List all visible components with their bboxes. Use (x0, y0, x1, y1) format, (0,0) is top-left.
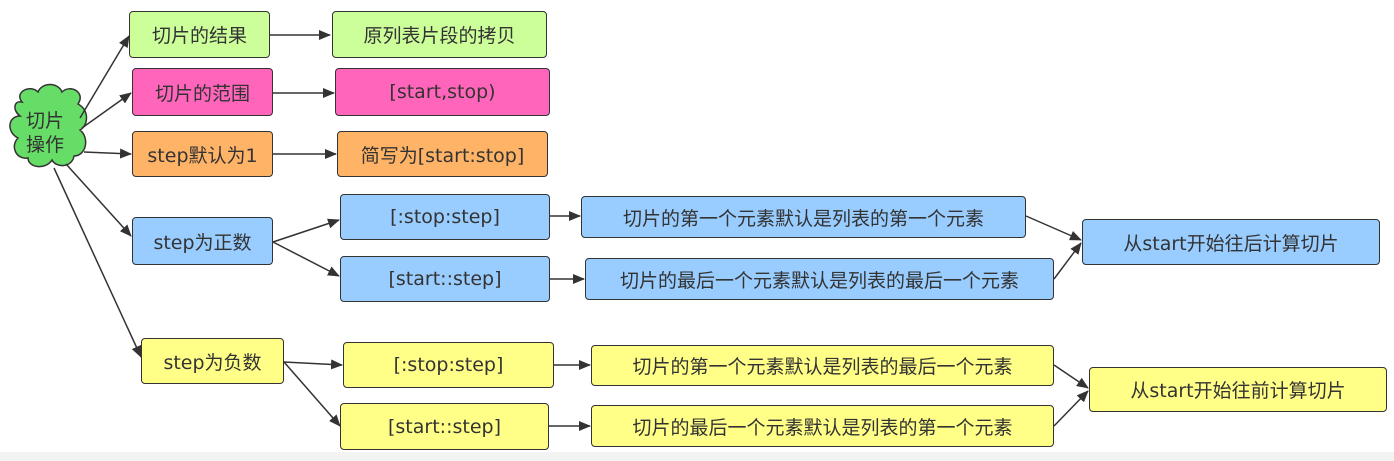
edge-root-range (81, 92, 132, 129)
node-slice-range: 切片的范围 (132, 68, 273, 116)
node-pos-first-elem: 切片的第一个元素默认是列表的第一个元素 (581, 196, 1026, 238)
node-pos-last-elem: 切片的最后一个元素默认是列表的最后一个元素 (585, 258, 1054, 300)
edge-negative-startstep (283, 361, 341, 427)
bottom-scrollbar-track (0, 452, 1394, 461)
edge-root-negative (53, 167, 142, 358)
node-neg-start-step: [start::step] (340, 403, 549, 450)
node-start-stop: [start,stop) (335, 68, 550, 116)
root-cloud-shape (9, 83, 88, 168)
edge-positive-startstep (272, 241, 340, 277)
node-slice-result: 切片的结果 (129, 11, 270, 58)
root-node: 切片 操作 (12, 102, 78, 164)
edge-negative-stopstep (283, 359, 343, 370)
node-step-negative: step为负数 (141, 338, 284, 384)
node-neg-last-elem: 切片的最后一个元素默认是列表的第一个元素 (591, 405, 1054, 447)
edge-root-default (83, 148, 132, 159)
node-step-default: step默认为1 (132, 131, 273, 177)
edge-root-positive (65, 163, 132, 237)
edge-neg-first-front (1053, 364, 1089, 389)
node-short-form: 简写为[start:stop] (337, 131, 548, 177)
node-neg-first-elem: 切片的第一个元素默认是列表的最后一个元素 (591, 345, 1054, 386)
node-step-positive: step为正数 (132, 217, 273, 265)
root-label-line1: 切片 (25, 110, 64, 132)
edge-pos-last-back (1053, 242, 1082, 280)
node-neg-stop-step: [:stop:step] (343, 342, 554, 388)
edge-root-result (79, 35, 130, 119)
edge-pos-first-back (1025, 215, 1082, 241)
edge-neg-last-front (1053, 390, 1089, 427)
node-pos-stop-step: [:stop:step] (340, 194, 550, 240)
node-pos-start-step: [start::step] (340, 256, 550, 302)
node-slice-copy: 原列表片段的拷贝 (332, 11, 547, 58)
edge-positive-stopstep (272, 218, 340, 243)
root-label-line2: 操作 (25, 134, 64, 156)
node-from-start-back: 从start开始往后计算切片 (1082, 219, 1380, 265)
node-from-start-front: 从start开始往前计算切片 (1089, 367, 1387, 412)
